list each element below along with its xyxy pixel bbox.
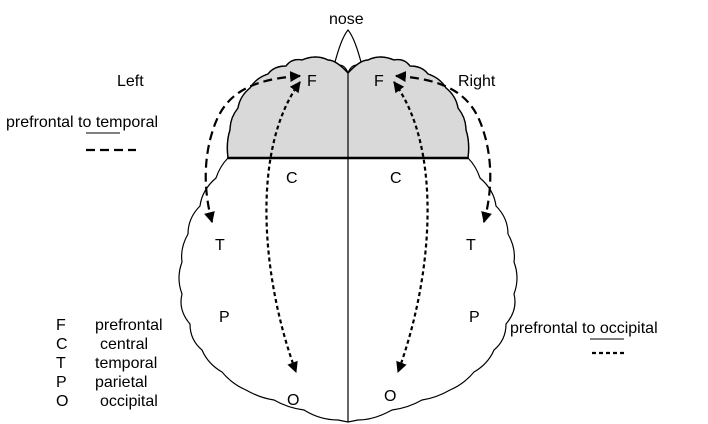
legend-name: central xyxy=(100,336,148,353)
prefrontal-to-temporal-label: prefrontal to temporal xyxy=(6,114,158,131)
region-t-left: T xyxy=(215,237,225,254)
legend-name: occipital xyxy=(100,393,158,410)
legend-name: parietal xyxy=(95,374,147,391)
legend: F prefrontal C central T temporal P pari… xyxy=(56,317,163,410)
region-o-right: O xyxy=(384,388,396,405)
right-label: Right xyxy=(458,73,496,90)
legend-abbr: P xyxy=(56,374,67,391)
region-p-right: P xyxy=(469,309,480,326)
region-c-right: C xyxy=(390,170,402,187)
legend-abbr: F xyxy=(56,317,66,334)
region-t-right: T xyxy=(466,237,476,254)
legend-name: prefrontal xyxy=(95,317,163,334)
region-p-left: P xyxy=(219,309,230,326)
region-c-left: C xyxy=(286,170,298,187)
legend-name: temporal xyxy=(95,355,157,372)
nose-label: nose xyxy=(329,11,364,28)
legend-abbr: T xyxy=(56,355,66,372)
prefrontal-to-occipital-label: prefrontal to occipital xyxy=(510,320,658,337)
legend-abbr: O xyxy=(56,393,68,410)
left-label: Left xyxy=(117,73,144,90)
region-f-right: F xyxy=(374,73,384,90)
region-o-left: O xyxy=(287,392,299,409)
region-f-left: F xyxy=(307,73,317,90)
legend-abbr: C xyxy=(56,336,68,353)
